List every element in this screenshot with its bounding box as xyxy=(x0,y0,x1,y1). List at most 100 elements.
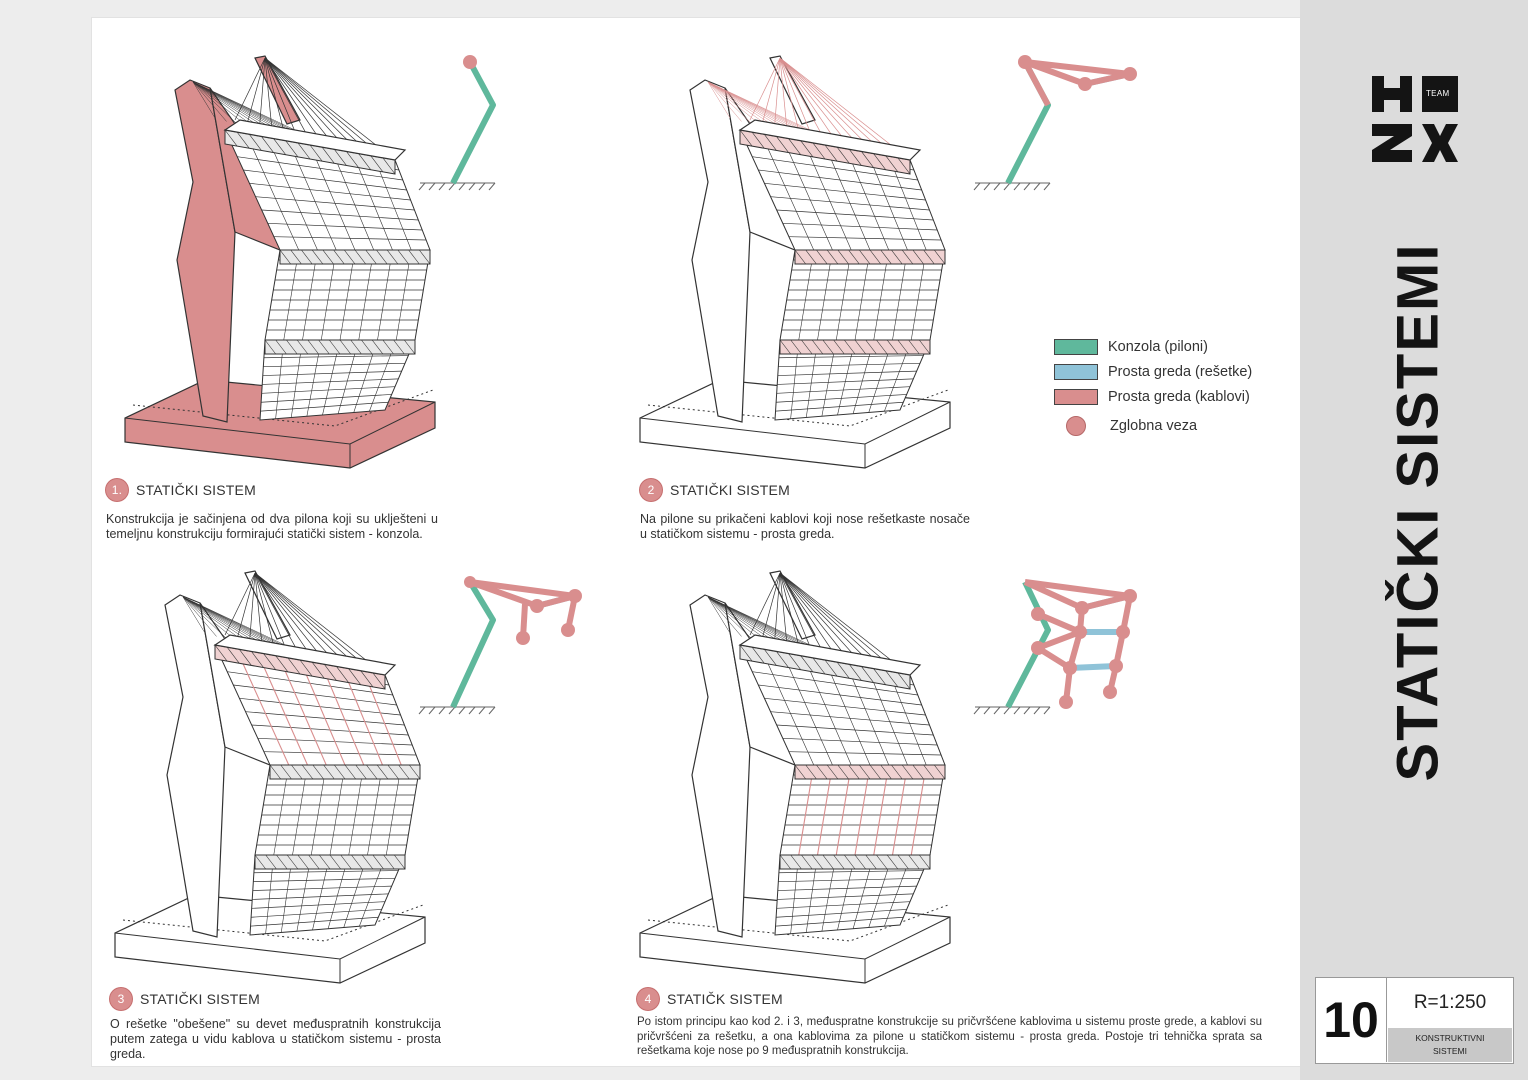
truss-diagonal xyxy=(811,854,824,870)
pylon-right xyxy=(244,570,291,640)
truss-diagonal xyxy=(324,664,337,681)
hanger-line xyxy=(341,667,384,766)
truss-diagonal xyxy=(318,339,330,355)
cable xyxy=(707,596,742,637)
truss-diagonal xyxy=(779,854,791,870)
hanger-line xyxy=(782,137,833,251)
hanger-line xyxy=(267,137,318,251)
cable xyxy=(779,57,874,152)
truss-diagonal xyxy=(897,672,911,690)
page-number: 10 xyxy=(1316,978,1387,1062)
pylon-right xyxy=(254,55,301,125)
truss-diagonal xyxy=(372,854,384,870)
truss-diagonal xyxy=(923,764,935,780)
truss-diagonal xyxy=(859,764,871,780)
truss-diagonal xyxy=(290,249,302,265)
hanger-line xyxy=(867,667,908,766)
truss-diagonal xyxy=(264,339,276,355)
truss-diagonal xyxy=(334,149,347,166)
section-label-line: KONSTRUKTIVNI xyxy=(1415,1033,1485,1043)
truss-diagonal xyxy=(275,339,287,355)
truss-diagonal xyxy=(751,646,765,664)
hanger-line xyxy=(358,249,375,341)
cable xyxy=(707,596,731,634)
truss-diagonal xyxy=(354,249,366,265)
cable xyxy=(264,57,322,142)
truss-diagonal xyxy=(812,657,826,675)
static-scheme-3 xyxy=(418,576,582,715)
truss-diagonal xyxy=(329,339,341,355)
truss-diagonal xyxy=(833,854,845,870)
hanger-line xyxy=(845,148,890,251)
truss-diagonal xyxy=(239,649,252,666)
truss-diagonal xyxy=(339,339,351,355)
cable xyxy=(707,81,731,119)
truss-diagonal xyxy=(408,249,420,265)
truss-diagonal xyxy=(779,339,791,355)
cable xyxy=(264,57,310,139)
truss-diagonal xyxy=(404,339,416,355)
truss-diagonal xyxy=(297,854,309,870)
cable xyxy=(254,572,373,673)
hanger-line xyxy=(292,764,308,856)
cable xyxy=(264,57,347,148)
truss-diagonal xyxy=(876,854,888,870)
truss-diagonal xyxy=(358,153,371,170)
panel-title: STATIČKI SISTEM xyxy=(136,482,256,498)
truss-diagonal xyxy=(822,854,834,870)
legend-swatch-pink xyxy=(1054,388,1098,405)
truss-diagonal xyxy=(383,854,395,870)
hanger-line xyxy=(824,144,871,251)
truss-diagonal xyxy=(309,144,323,162)
truss-diagonal xyxy=(419,249,431,265)
cable xyxy=(254,572,324,660)
cable xyxy=(254,572,337,663)
hanger-line xyxy=(278,656,327,766)
cable xyxy=(254,572,312,657)
truss-diagonal xyxy=(854,339,866,355)
truss-diagonal xyxy=(323,764,335,780)
truss-diagonal xyxy=(824,659,838,677)
truss-diagonal xyxy=(397,249,409,265)
truss-diagonal xyxy=(908,339,920,355)
truss-diagonal xyxy=(365,249,377,265)
truss-diagonal xyxy=(394,854,406,870)
truss-diagonal xyxy=(280,764,292,780)
truss-diagonal xyxy=(934,249,946,265)
truss-diagonal xyxy=(919,854,931,870)
truss-diagonal xyxy=(801,339,813,355)
truss-diagonal xyxy=(800,655,814,673)
hanger-line xyxy=(873,249,890,341)
truss-diagonal xyxy=(891,249,903,265)
cable xyxy=(779,57,800,133)
cable xyxy=(264,57,383,158)
hanger-line xyxy=(824,659,871,766)
hanger-line xyxy=(910,764,927,856)
tower-diagram-4 xyxy=(639,570,951,984)
truss-diagonal xyxy=(382,339,394,355)
truss-diagonal xyxy=(790,854,802,870)
legend-label: Prosta greda (kablovi) xyxy=(1108,388,1250,405)
hanger-line xyxy=(910,249,927,341)
hanger-line xyxy=(782,652,833,766)
cable xyxy=(779,572,862,663)
hanger-line xyxy=(348,764,365,856)
truss-diagonal xyxy=(398,764,410,780)
cable xyxy=(779,57,886,155)
hanger-line xyxy=(299,659,346,766)
truss-diagonal xyxy=(801,854,813,870)
truss-diagonal xyxy=(299,659,313,677)
hanger-line xyxy=(385,764,402,856)
truss-diagonal xyxy=(826,249,839,265)
hanger-line xyxy=(302,249,318,341)
cable xyxy=(254,572,275,648)
truss-diagonal xyxy=(865,339,877,355)
hanger-line xyxy=(329,764,346,856)
truss-diagonal xyxy=(265,854,277,870)
truss-diagonal xyxy=(790,339,802,355)
cable xyxy=(254,572,349,667)
cable xyxy=(254,572,300,654)
tower-roof xyxy=(223,119,407,161)
